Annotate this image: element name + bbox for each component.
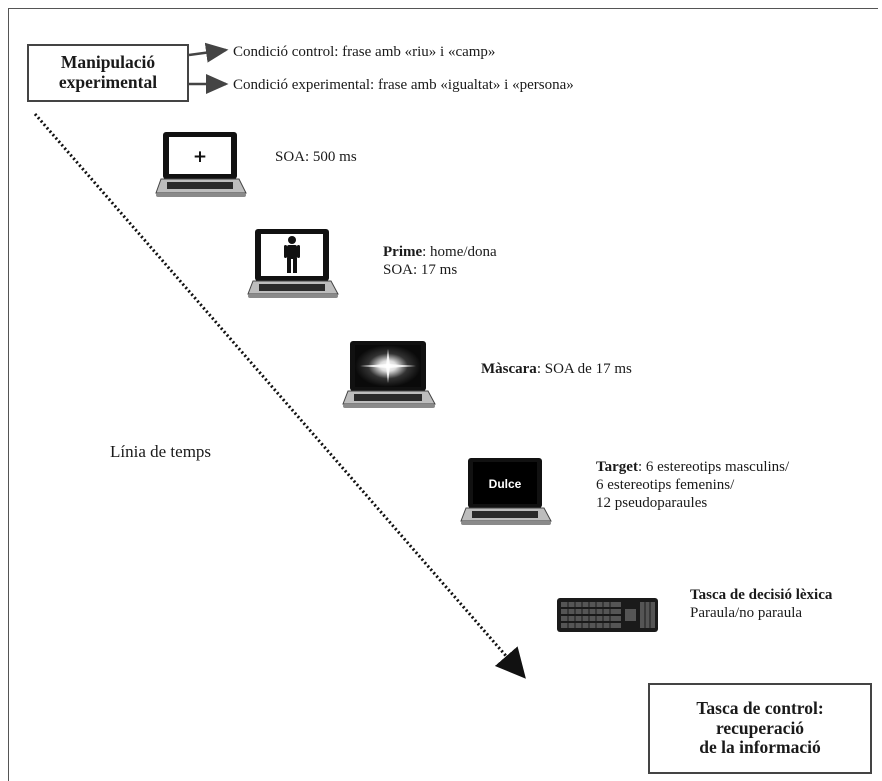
person-silhouette xyxy=(284,236,300,273)
control-task-line-3: de la informació xyxy=(699,737,821,758)
target-label: Target xyxy=(596,459,638,475)
manipulation-line-2: experimental xyxy=(58,72,158,92)
control-task-line-1: Tasca de control: xyxy=(696,698,824,719)
step-0-text: SOA: 500 ms xyxy=(275,149,357,165)
target-text-1: : 6 estereotips masculins/ xyxy=(637,459,790,475)
step-prime: Prime: home/dona SOA: 17 ms xyxy=(383,243,497,279)
control-task-line-2: recuperació xyxy=(715,717,805,738)
manipulation-line-1: Manipulació xyxy=(60,52,156,73)
step-mask: Màscara: SOA de 17 ms xyxy=(481,360,632,378)
condition-experimental-text: Condició experimental: frase amb «igualt… xyxy=(233,77,574,93)
timeline-label: Línia de temps xyxy=(110,442,212,461)
lexical-decision-label: Tasca de decisió lèxica xyxy=(690,587,833,603)
step-soa-500: SOA: 500 ms xyxy=(275,148,357,166)
target-word: Dulce xyxy=(489,477,522,491)
keyboard-icon xyxy=(557,598,658,632)
lexical-decision-text: Paraula/no paraula xyxy=(690,605,803,621)
prime-soa-text: SOA: 17 ms xyxy=(383,262,458,278)
laptop-fixation-icon: + xyxy=(155,132,247,197)
target-text-3: 12 pseudoparaules xyxy=(596,495,708,511)
step-lexical-decision: Tasca de decisió lèxica Paraula/no parau… xyxy=(690,586,832,622)
prime-text: : home/dona xyxy=(422,244,497,260)
manipulation-box: Manipulació experimental xyxy=(27,44,189,102)
prime-label: Prime xyxy=(383,244,423,260)
timeline-dotted-arrow xyxy=(33,113,526,679)
arrow-condition-control xyxy=(188,42,229,63)
target-text-2: 6 estereotips femenins/ xyxy=(596,477,735,493)
mask-label: Màscara xyxy=(481,361,537,377)
fixation-cross: + xyxy=(193,147,207,167)
step-target: Target: 6 estereotips masculins/ 6 ester… xyxy=(596,458,789,512)
laptop-mask-icon xyxy=(342,341,436,408)
condition-control-text: Condició control: frase amb «riu» i «cam… xyxy=(233,44,496,60)
laptop-word-icon: Dulce xyxy=(460,458,552,525)
control-task-box: Tasca de control: recuperació de la info… xyxy=(648,683,872,774)
laptop-person-icon xyxy=(247,229,339,298)
mask-text: : SOA de 17 ms xyxy=(536,361,632,377)
figure-frame xyxy=(8,8,878,781)
